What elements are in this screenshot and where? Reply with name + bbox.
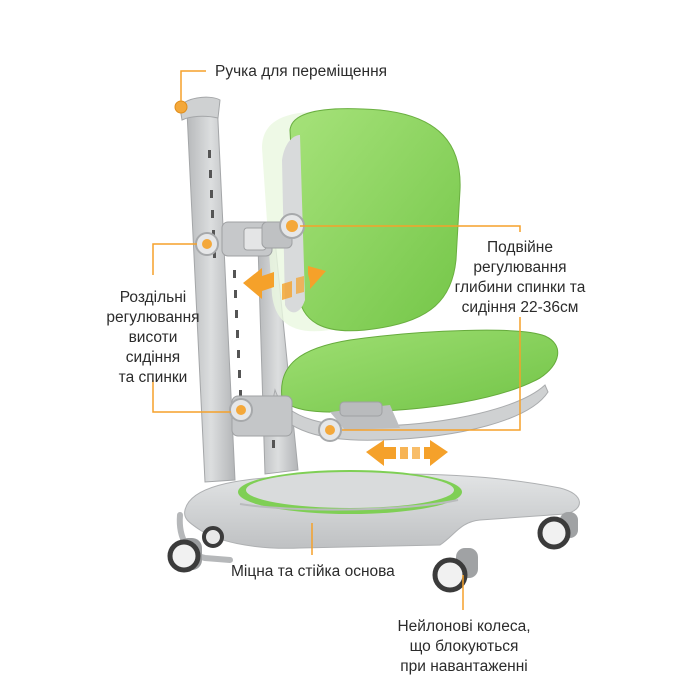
chair-base [176,470,580,563]
wheel-back-right [537,512,578,550]
leader-lines [152,70,521,610]
wheel-front-right [432,548,478,593]
knob-depth-seat [318,418,342,442]
handle-marker [174,100,188,114]
label-line: регулювання [106,309,200,326]
label-handle-text: Ручка для переміщення [215,63,388,80]
label-line: Подвійне [487,239,553,256]
knob-seat-height [229,398,253,422]
label-line: та спинки [118,369,188,386]
label-line: висоти [128,329,178,346]
knob-depth-back [279,213,305,239]
label-line: глибини спинки та [454,279,586,296]
label-line: сидіння 22-36см [461,299,579,316]
label-base: Міцна та стійка основа [231,562,395,582]
label-wheels: Нейлонові колеса, що блокуються при нава… [390,617,538,677]
label-line: Нейлонові колеса, [397,618,531,635]
label-base-text: Міцна та стійка основа [231,563,395,580]
label-handle: Ручка для переміщення [215,62,387,82]
label-line: регулювання [473,259,567,276]
label-double-adjustment: Подвійне регулювання глибини спинки та с… [450,238,590,318]
label-separate-adjustment: Роздільні регулювання висоти сидіння та … [100,288,206,388]
label-line: що блокуються [409,638,519,655]
arrow-seat-depth [366,440,448,466]
arrow-backrest-depth [243,266,326,300]
label-line: Роздільні [119,289,187,306]
label-line: сидіння [125,349,181,366]
wheel-back-left [202,526,224,548]
seat [271,329,559,441]
wheel-front-left [167,538,202,573]
knob-backrest-height [195,232,219,256]
label-line: при навантаженні [400,658,528,675]
